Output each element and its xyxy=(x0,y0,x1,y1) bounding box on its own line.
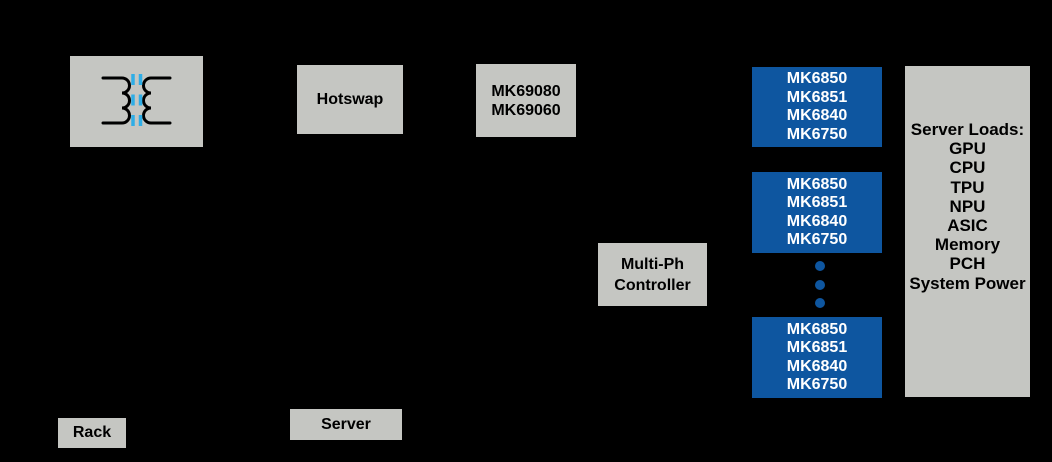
server-load-item: TPU xyxy=(950,177,985,197)
ellipsis-dot-icon xyxy=(815,298,825,308)
power-stage-block-2: MK6850 MK6851 MK6840 MK6750 xyxy=(752,172,882,253)
server-load-item: PCH xyxy=(949,254,986,274)
power-stage-part: MK6850 xyxy=(786,320,848,338)
server-load-item: NPU xyxy=(949,196,986,216)
hotswap-controller-block: MK69080 MK69060 xyxy=(476,64,576,137)
hotswap-label: Hotswap xyxy=(316,90,384,108)
power-stage-part: MK6840 xyxy=(786,107,848,124)
multiphase-controller-line-1: Multi-Ph xyxy=(620,255,685,273)
hotswap-controller-part-1: MK69080 xyxy=(491,82,561,100)
hotswap-controller-part-2: MK69060 xyxy=(491,101,561,119)
transformer-icon xyxy=(101,74,172,126)
power-stage-part: MK6851 xyxy=(786,194,848,211)
server-load-item: Memory xyxy=(934,235,1001,255)
server-load-item: System Power xyxy=(909,273,1026,293)
multiphase-controller-block: Multi-Ph Controller xyxy=(598,243,707,306)
server-loads-title: Server Loads: xyxy=(910,120,1025,139)
transformer-block xyxy=(70,56,203,147)
rack-label-block: Rack xyxy=(58,418,126,448)
power-stage-part: MK6840 xyxy=(786,212,848,230)
hotswap-block: Hotswap xyxy=(297,65,403,134)
server-load-item: ASIC xyxy=(947,216,988,236)
server-label-block: Server xyxy=(290,409,402,440)
power-stage-part: MK6850 xyxy=(786,70,848,87)
ellipsis-dot-icon xyxy=(815,261,825,271)
rack-label: Rack xyxy=(72,424,112,441)
power-stage-part: MK6851 xyxy=(786,88,848,106)
power-stage-part: MK6750 xyxy=(786,376,848,393)
server-load-item: CPU xyxy=(949,158,986,178)
power-stage-block-3: MK6850 MK6851 MK6840 MK6750 xyxy=(752,317,882,398)
ellipsis-dot-icon xyxy=(815,280,825,290)
power-stage-part: MK6750 xyxy=(786,231,848,248)
server-load-item: GPU xyxy=(949,139,986,159)
server-label: Server xyxy=(321,415,371,433)
power-stage-part: MK6840 xyxy=(786,357,848,375)
power-stage-part: MK6851 xyxy=(786,339,848,356)
multiphase-controller-line-2: Controller xyxy=(614,276,691,294)
power-stage-part: MK6750 xyxy=(786,125,848,143)
power-stage-block-1: MK6850 MK6851 MK6840 MK6750 xyxy=(752,67,882,147)
power-stage-part: MK6850 xyxy=(786,175,848,193)
server-loads-block: Server Loads: GPU CPU TPU NPU ASIC Memor… xyxy=(905,66,1030,397)
